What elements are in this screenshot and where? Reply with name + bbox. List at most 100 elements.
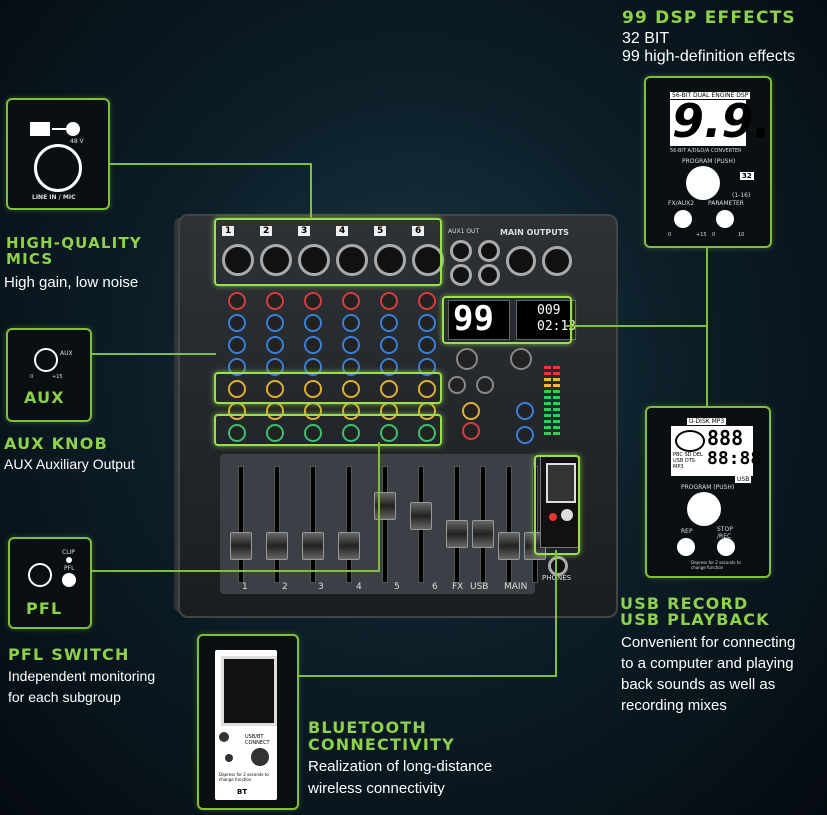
- phones-jack[interactable]: [548, 556, 568, 576]
- combo-jack[interactable]: [222, 244, 254, 276]
- main-outputs-label: MAIN OUTPUTS: [500, 228, 569, 237]
- output-jack[interactable]: [478, 240, 500, 262]
- channel-knob[interactable]: [228, 358, 246, 376]
- channel-knob[interactable]: [228, 292, 246, 310]
- xlr-out-left[interactable]: [506, 246, 536, 276]
- dsp-plus15: +15: [696, 232, 707, 238]
- channel-knob[interactable]: [418, 292, 436, 310]
- bt-title-2: CONNECTIVITY: [308, 735, 455, 754]
- channel-knob[interactable]: [228, 380, 246, 398]
- aux-master-knob[interactable]: [462, 402, 480, 420]
- usb-program-knob[interactable]: [510, 348, 532, 370]
- channel-knob[interactable]: [304, 358, 322, 376]
- channel-knob[interactable]: [380, 314, 398, 332]
- fx-knob[interactable]: [448, 376, 466, 394]
- channel-knob[interactable]: [342, 358, 360, 376]
- combo-jack[interactable]: [412, 244, 444, 276]
- channel-knob[interactable]: [342, 336, 360, 354]
- level-meter: (function(){var h='';for(var i=0;i<12;i+…: [544, 366, 560, 446]
- xlr-out-right[interactable]: [542, 246, 572, 276]
- fader-cap[interactable]: [230, 532, 252, 560]
- channel-knob[interactable]: [380, 358, 398, 376]
- fader-cap[interactable]: [338, 532, 360, 560]
- channel-knob[interactable]: [304, 380, 322, 398]
- pfl-switch-title: PFL SWITCH: [8, 645, 130, 664]
- channel-number: 3: [298, 226, 311, 236]
- aux-jack[interactable]: [450, 264, 472, 286]
- bt-note: Depress for 2 seconds to change function: [219, 772, 269, 782]
- channel-knob[interactable]: [342, 314, 360, 332]
- fader-cap[interactable]: [266, 532, 288, 560]
- pfl-desc-1: Independent monitoring: [8, 668, 156, 684]
- channel-knob[interactable]: [418, 314, 436, 332]
- param-knob[interactable]: [476, 376, 494, 394]
- fader-cap[interactable]: [302, 532, 324, 560]
- bt-led-icon: [225, 754, 233, 762]
- channel-knob[interactable]: [266, 336, 284, 354]
- program-knob[interactable]: [456, 348, 478, 370]
- channel-number: 2: [260, 226, 273, 236]
- channel-knob[interactable]: [380, 292, 398, 310]
- usb-stop-label: STOP /REC: [717, 526, 733, 540]
- fader-cap[interactable]: [446, 520, 468, 548]
- fader-cap[interactable]: [410, 502, 432, 530]
- channel-knob[interactable]: [266, 292, 284, 310]
- connector-line: [378, 442, 380, 572]
- fx-knob-icon: [674, 210, 692, 228]
- channel-knob[interactable]: [304, 424, 322, 442]
- channel-knob[interactable]: [304, 292, 322, 310]
- connector-line: [108, 163, 312, 165]
- fader-track: [506, 466, 512, 583]
- dsp-effects-desc: 99 high-definition effects: [622, 48, 796, 65]
- bt-screen: [546, 463, 576, 503]
- channel-knob[interactable]: [418, 424, 436, 442]
- pfl-desc-2: for each subgroup: [8, 689, 121, 705]
- channel-knob[interactable]: [380, 424, 398, 442]
- mic-callout: 48 V LINE IN / MIC: [6, 98, 110, 210]
- channel-knob[interactable]: [228, 336, 246, 354]
- combo-jack[interactable]: [260, 244, 292, 276]
- channel-knob[interactable]: [228, 314, 246, 332]
- channel-knob[interactable]: [266, 314, 284, 332]
- channel-knob[interactable]: [342, 292, 360, 310]
- bt-connect-icon: [251, 748, 269, 766]
- pfl-callout: CLIP PFL PFL: [8, 537, 92, 629]
- bt-button[interactable]: [561, 509, 573, 521]
- fader-label: FX: [452, 582, 464, 592]
- combo-jack[interactable]: [298, 244, 330, 276]
- channel-knob[interactable]: [304, 336, 322, 354]
- channel-knob[interactable]: [380, 336, 398, 354]
- master-knob[interactable]: [516, 402, 534, 420]
- dsp-panel-digits: 9.9.: [672, 94, 771, 148]
- combo-jack[interactable]: [374, 244, 406, 276]
- rep-button-icon: [677, 538, 695, 556]
- channel-knob[interactable]: [380, 380, 398, 398]
- channel-number: 6: [412, 226, 425, 236]
- combo-jack[interactable]: [336, 244, 368, 276]
- channel-knob[interactable]: [304, 314, 322, 332]
- channel-knob[interactable]: [418, 358, 436, 376]
- channel-knob[interactable]: [266, 358, 284, 376]
- channel-knob[interactable]: [342, 424, 360, 442]
- channel-knob[interactable]: [418, 336, 436, 354]
- input-row: 1 2 3 4 5 6: [218, 222, 444, 280]
- fader-cap[interactable]: [498, 532, 520, 560]
- output-jack[interactable]: [478, 264, 500, 286]
- bt-tag: BT: [237, 788, 248, 796]
- aux-small-label: AUX: [60, 350, 73, 357]
- channel-knob[interactable]: [228, 424, 246, 442]
- bt-title-1: BLUETOOTH: [308, 718, 427, 737]
- pfl-title: PFL: [26, 599, 63, 618]
- usb-modes: PBC SD DEL USB DTS MP3: [673, 452, 703, 470]
- channel-knob[interactable]: [418, 380, 436, 398]
- dsp-range: (1-16): [732, 192, 751, 199]
- fader-track: [382, 466, 388, 583]
- channel-knob[interactable]: [266, 380, 284, 398]
- fader-cap[interactable]: [472, 520, 494, 548]
- bt-desc-2: wireless connectivity: [308, 780, 445, 797]
- aux-jack[interactable]: [450, 240, 472, 262]
- channel-knob[interactable]: [266, 424, 284, 442]
- pfl-master-knob[interactable]: [462, 422, 480, 440]
- phones-knob[interactable]: [516, 426, 534, 444]
- channel-knob[interactable]: [342, 380, 360, 398]
